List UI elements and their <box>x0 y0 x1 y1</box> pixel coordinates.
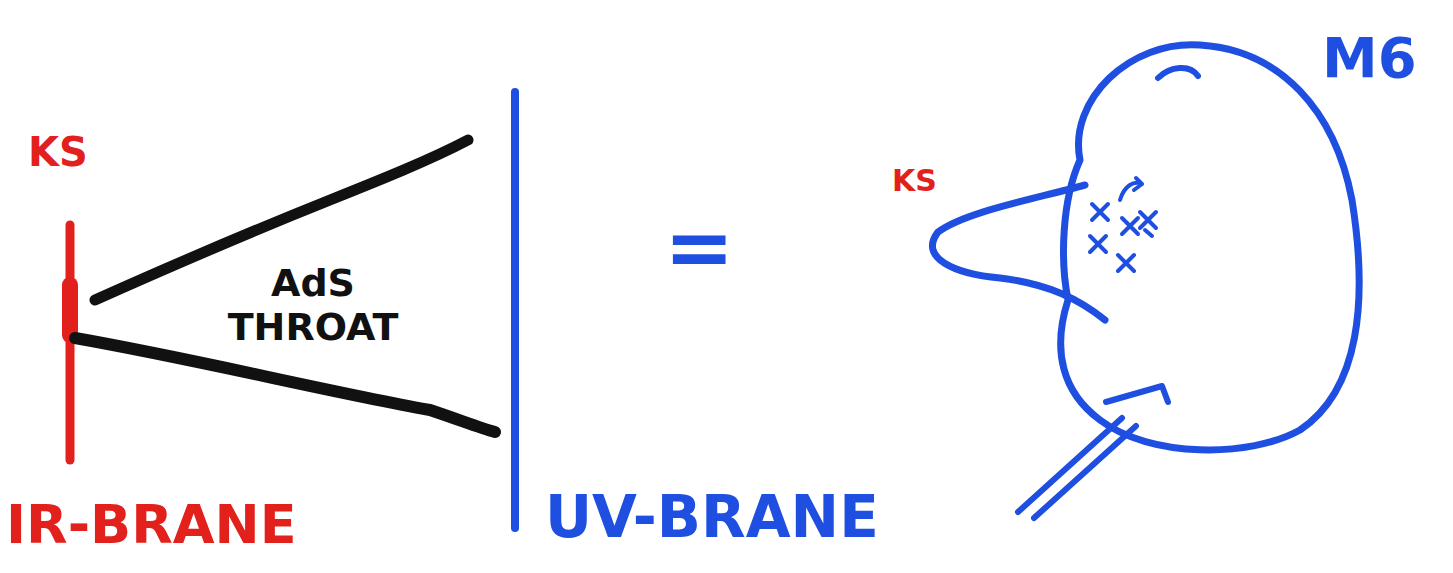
equals-sign: = <box>664 205 734 289</box>
manifold-label: M6 <box>1322 30 1417 86</box>
ks-throat-protrusion <box>932 185 1105 320</box>
uv-brane-line <box>511 92 519 528</box>
ir-brane-thick <box>62 285 78 335</box>
ir-brane-label: IR-BRANE <box>6 498 297 552</box>
throat-lower-wall <box>75 338 495 432</box>
uv-brane-label: UV-BRANE <box>545 488 879 546</box>
ks-label: KS <box>892 166 937 196</box>
throat-label: AdS THROAT <box>188 262 438 349</box>
ks-label: KS <box>28 132 88 172</box>
pointer-arrow <box>1018 386 1168 518</box>
manifold-outline <box>1061 45 1360 450</box>
manifold-mark <box>1158 68 1198 78</box>
crosses <box>1090 178 1156 271</box>
